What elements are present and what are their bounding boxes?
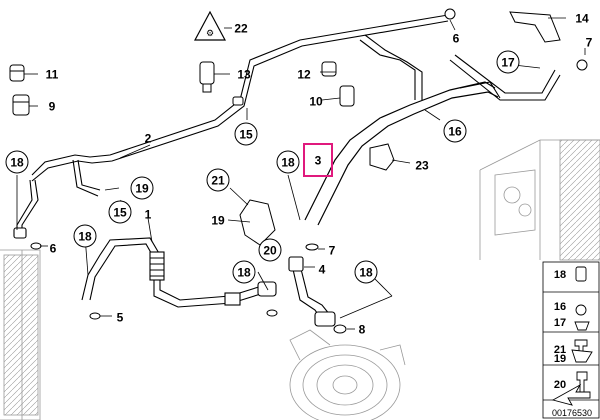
callout-number: 14 <box>575 12 589 26</box>
callout-number: 15 <box>113 206 127 220</box>
callout-circle <box>496 50 520 74</box>
callout-c14: 14 <box>575 12 589 26</box>
callout-circle <box>232 260 256 284</box>
callout-circle <box>5 150 29 174</box>
callout-c18d: 18 <box>232 260 256 284</box>
callout-c12: 12 <box>297 68 311 82</box>
callout-number: 9 <box>49 100 56 114</box>
callout-number: 19 <box>211 214 225 228</box>
callout-c15b: 15 <box>108 200 132 224</box>
washer-icon <box>575 304 587 316</box>
callout-circle <box>73 224 97 248</box>
callout-c10: 10 <box>309 95 323 109</box>
callout-number: 5 <box>117 311 124 325</box>
callout-number: 15 <box>239 128 253 142</box>
highlight-box <box>303 143 333 177</box>
pipes <box>13 14 561 327</box>
callout-c19b: 19 <box>211 214 225 228</box>
o-ring-icon <box>575 266 587 282</box>
legend-number-l21: 21 <box>554 344 566 356</box>
callout-c6top: 6 <box>453 32 460 46</box>
callout-c7mid: 7 <box>329 244 336 258</box>
callout-c13: 13 <box>237 68 251 82</box>
callout-c18b: 18 <box>276 150 300 174</box>
callout-number: 1 <box>145 208 152 222</box>
callout-circle <box>276 150 300 174</box>
callout-c5: 5 <box>117 311 124 325</box>
callout-number: 19 <box>135 182 149 196</box>
callout-c21: 21 <box>206 168 230 192</box>
callout-circle <box>443 119 467 143</box>
callout-number: 7 <box>329 244 336 258</box>
callout-c6mid: 6 <box>50 242 57 256</box>
callout-number: 6 <box>453 32 460 46</box>
legend-number-l16: 16 <box>554 301 566 313</box>
seal-icon <box>574 321 590 331</box>
legend-panel <box>542 261 600 419</box>
svg-text:⚙: ⚙ <box>206 28 214 38</box>
callout-c9: 9 <box>49 100 56 114</box>
callout-c18e: 18 <box>354 260 378 284</box>
callout-number: 2 <box>145 132 152 146</box>
callout-c2: 2 <box>145 132 152 146</box>
leader-lines <box>16 17 586 330</box>
callout-c19a: 19 <box>130 176 154 200</box>
clip-icon <box>571 349 593 363</box>
callout-circle <box>130 176 154 200</box>
callout-number: 4 <box>319 263 326 277</box>
callout-c4: 4 <box>319 263 326 277</box>
callout-c20: 20 <box>258 238 282 262</box>
callout-c23: 23 <box>415 159 429 173</box>
callout-number: 16 <box>448 125 462 139</box>
callout-number: 20 <box>263 244 277 258</box>
evaporator-housing-drawing <box>479 139 600 261</box>
legend-number-l19: 19 <box>554 353 566 365</box>
figure-number: 00176530 <box>552 408 592 418</box>
callout-circle <box>354 260 378 284</box>
callout-circle <box>234 122 258 146</box>
callout-number: 11 <box>46 68 59 82</box>
callout-number: 18 <box>237 266 251 280</box>
compressor-drawing <box>289 329 406 420</box>
callout-number: 18 <box>78 230 92 244</box>
callout-number: 10 <box>309 95 323 109</box>
fittings: ⚙ <box>9 8 588 334</box>
callout-number: 23 <box>415 159 429 173</box>
callout-number: 18 <box>359 266 373 280</box>
callout-number: 21 <box>211 174 225 188</box>
callout-c16: 16 <box>443 119 467 143</box>
condenser-drawing <box>0 249 41 420</box>
callout-c18c: 18 <box>73 224 97 248</box>
callout-c15a: 15 <box>234 122 258 146</box>
legend-number-l17: 17 <box>554 317 566 329</box>
callout-number: 18 <box>10 156 24 170</box>
callout-number: 7 <box>586 36 593 50</box>
callout-number: 13 <box>237 68 251 82</box>
direction-arrow-icon <box>551 383 591 406</box>
callout-circle <box>206 168 230 192</box>
callout-c3: 3 <box>315 154 322 168</box>
callout-circle <box>258 238 282 262</box>
callout-c18a: 18 <box>5 150 29 174</box>
callout-number: 17 <box>501 56 515 70</box>
callout-circle <box>108 200 132 224</box>
callout-number: 22 <box>234 22 248 36</box>
callout-number: 12 <box>297 68 311 82</box>
callout-number: 18 <box>281 156 295 170</box>
callout-number: 6 <box>50 242 57 256</box>
callout-c8: 8 <box>359 323 366 337</box>
callout-c11: 11 <box>46 68 59 82</box>
callout-c17: 17 <box>496 50 520 74</box>
callout-c22: 22 <box>234 22 248 36</box>
callout-c7top: 7 <box>586 36 593 50</box>
callout-labels: 22 14 6 7 11 13 12 9 10 17 15 16 2 18 18 3 23 21 19 15 1 19 18… <box>5 12 593 337</box>
callout-number: 8 <box>359 323 366 337</box>
callout-number: 3 <box>315 154 322 168</box>
legend-number-l18: 18 <box>554 269 566 281</box>
callout-c1: 1 <box>145 208 152 222</box>
legend-number-l20: 20 <box>554 379 566 391</box>
